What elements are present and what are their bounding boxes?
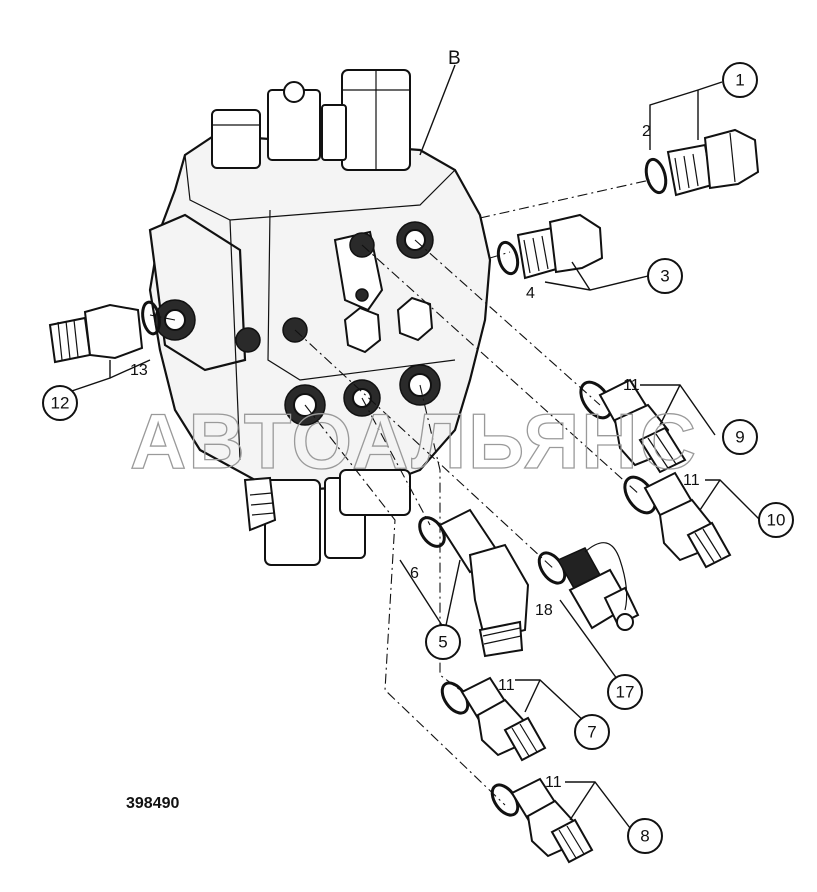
callout-12-text: 12 — [51, 394, 70, 413]
callout-7: 7 — [574, 714, 610, 750]
label-part-13: 13 — [130, 362, 148, 379]
fitting-part-3 — [496, 213, 604, 280]
callout-10-text: 10 — [767, 511, 786, 530]
fitting-part-12 — [48, 300, 161, 364]
callout-9-text: 9 — [735, 428, 744, 447]
callout-17: 17 — [607, 674, 643, 710]
label-part-11-c: 11 — [498, 677, 515, 694]
watermark-text: АВТОАЛЬЯНС — [130, 397, 698, 485]
assembly-lines — [149, 179, 651, 806]
assembly-label-b: B — [448, 48, 461, 69]
label-part-4: 4 — [526, 285, 535, 302]
fitting-part-10 — [623, 471, 732, 569]
callout-8: 8 — [627, 818, 663, 854]
callout-8-text: 8 — [640, 827, 649, 846]
callout-9: 9 — [722, 419, 758, 455]
valve-body — [148, 69, 492, 566]
leader-lines — [59, 64, 761, 829]
quick-coupler-part-17 — [537, 542, 640, 631]
callout-3: 3 — [647, 258, 683, 294]
fitting-part-8 — [490, 777, 594, 864]
fitting-part-9 — [579, 378, 687, 474]
label-part-2: 2 — [642, 123, 651, 140]
elbow-fitting-part-5 — [418, 508, 530, 658]
callout-5: 5 — [425, 624, 461, 660]
fitting-part-7 — [440, 676, 547, 762]
callout-17-text: 17 — [616, 683, 635, 702]
callout-1: 1 — [722, 62, 758, 98]
callout-3-text: 3 — [660, 267, 669, 286]
callout-12: 12 — [42, 385, 78, 421]
label-part-11-d: 11 — [545, 774, 562, 791]
callout-1-text: 1 — [735, 71, 744, 90]
label-part-18: 18 — [535, 602, 553, 619]
fitting-part-1 — [644, 128, 760, 197]
callout-10: 10 — [758, 502, 794, 538]
callout-5-text: 5 — [438, 633, 447, 652]
label-part-6: 6 — [410, 565, 419, 582]
label-part-11-a: 11 — [623, 377, 640, 394]
callout-7-text: 7 — [587, 723, 596, 742]
drawing-number: 398490 — [126, 795, 179, 812]
label-part-11-b: 11 — [683, 472, 700, 489]
